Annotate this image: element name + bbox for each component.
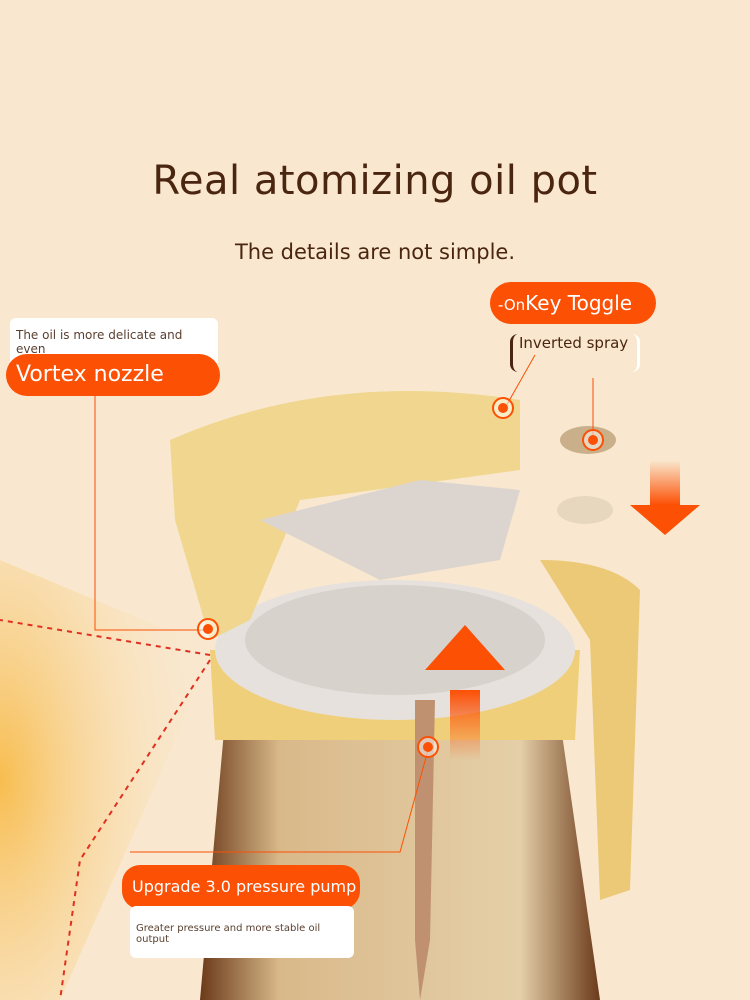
bottle xyxy=(200,720,600,1000)
spray-cone xyxy=(0,560,215,1000)
toggle-prefix: -On xyxy=(498,296,526,314)
toggle-label-text: Key Toggle xyxy=(525,291,633,315)
page-subtitle: The details are not simple. xyxy=(234,240,516,264)
page-title: Real atomizing oil pot xyxy=(152,158,598,204)
pump-label: Upgrade 3.0 pressure pump xyxy=(122,865,360,909)
toggle-marker-icon xyxy=(582,429,604,451)
toggle-note: Inverted spray xyxy=(510,334,640,372)
inverted-spray-marker-icon xyxy=(492,397,514,419)
handle xyxy=(540,560,640,900)
toggle-label: -OnKey Toggle xyxy=(490,282,656,324)
pump-marker-icon xyxy=(417,736,439,758)
nozzle-marker-icon xyxy=(197,618,219,640)
down-arrow xyxy=(630,505,700,535)
pump-tube xyxy=(415,700,435,1000)
pump-note: Greater pressure and more stable oil out… xyxy=(130,906,354,958)
nozzle-label: Vortex nozzle xyxy=(6,354,220,396)
up-arrow xyxy=(425,625,505,670)
lid xyxy=(170,391,520,640)
